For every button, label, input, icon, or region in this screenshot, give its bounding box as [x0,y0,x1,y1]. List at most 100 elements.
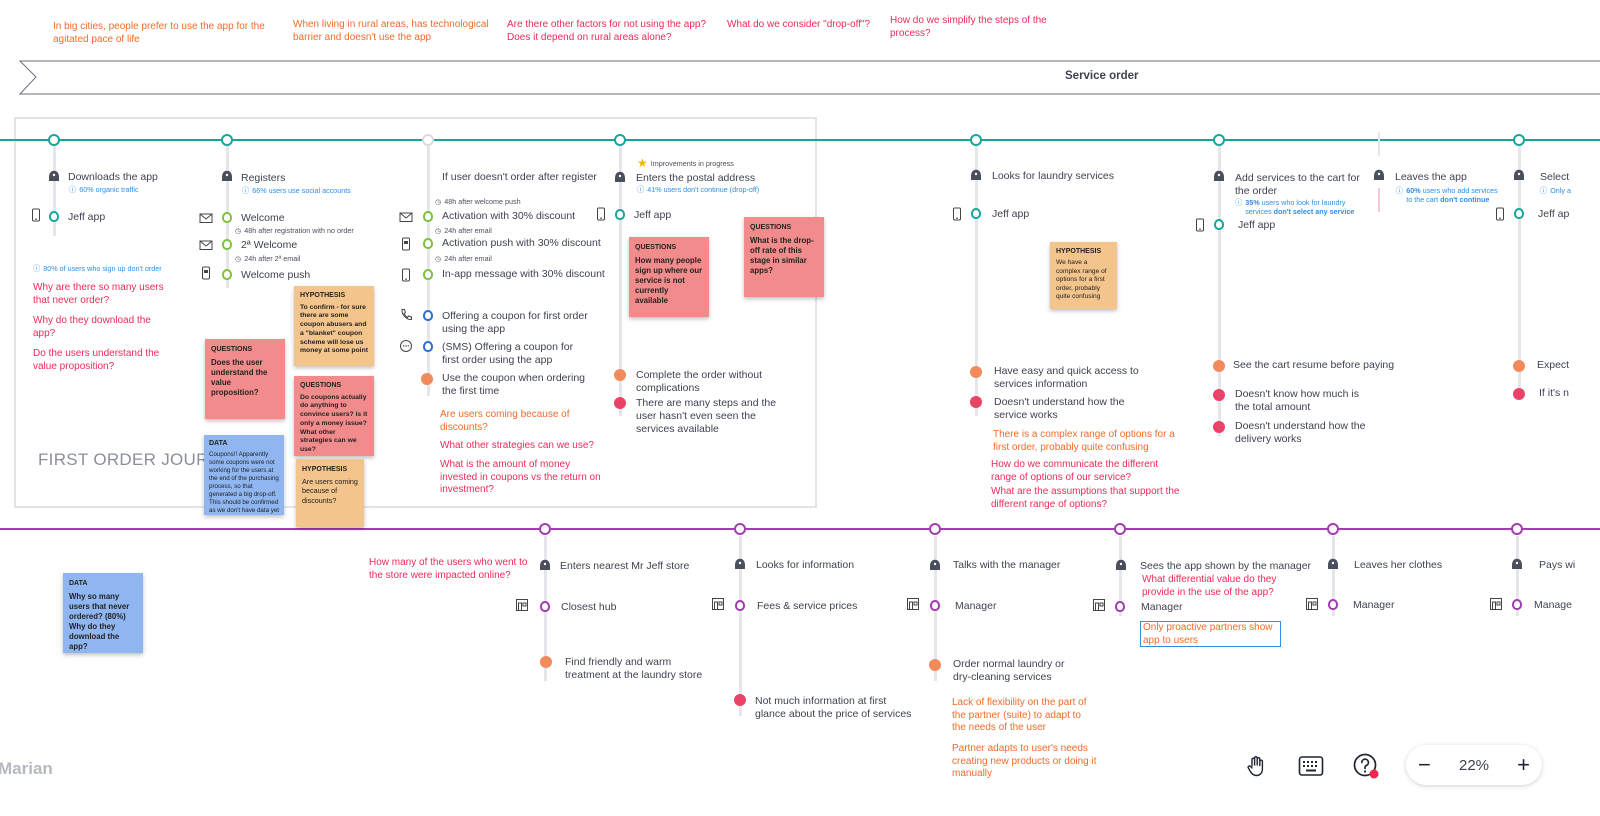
help-icon [1353,753,1379,779]
phone-icon [1196,218,1204,232]
channel-marker [222,269,232,280]
hand-tool-icon [1247,756,1264,777]
step-label: Pays wi [1539,559,1576,571]
channel-label: Activation with 30% discount [442,210,576,222]
timeline-node[interactable] [734,523,746,535]
question-note: How many of the users who went to the st… [369,557,528,581]
timing-note: ◷48h after registration with no order [235,226,354,235]
help-button[interactable] [1351,751,1381,781]
channel-label: Closest hub [561,601,617,613]
step-label: Leaves her clothes [1354,559,1443,571]
timing-note: ◷48h after welcome push [435,197,521,206]
sad-face-icon [970,396,982,408]
keyboard-shortcuts-button[interactable] [1296,751,1326,781]
timeline-node[interactable] [1213,134,1225,146]
persona-icon [1214,170,1224,181]
stage-banner-shape [18,60,1600,95]
persona-icon [1328,558,1338,569]
question-note: How do we communicate the different rang… [991,459,1159,483]
timeline-node[interactable] [221,134,233,146]
question-note: What is the amount of money invested in … [440,459,601,495]
timeline-node[interactable] [48,134,60,146]
zoom-in-icon[interactable]: + [1517,752,1530,777]
step-label: Registers [241,172,286,184]
emotion-positive: Expect [1537,359,1570,371]
info-icon: ⓘ [637,185,645,194]
timeline-node[interactable] [929,523,941,535]
mail-icon [199,240,213,250]
channel-label: Jeff app [1238,219,1276,231]
persona-icon [1116,559,1126,570]
step-connector [53,146,56,236]
emotion-positive: Order normal laundry or dry-cleaning ser… [953,658,1065,683]
hand-tool-button[interactable] [1241,751,1271,781]
store-icon [907,598,919,610]
observation-note: Are users coming because of discounts? [440,409,570,433]
chat-bubble-icon [400,340,412,352]
notification-dot [1369,769,1379,779]
happy-face-icon [929,659,941,671]
timeline-node[interactable] [1511,523,1523,535]
observation-note: There is a complex range of options for … [993,429,1175,453]
emotion-positive: See the cart resume before paying [1233,359,1395,371]
step-connector [1218,146,1221,436]
happy-face-icon [1513,360,1525,372]
timeline-node[interactable] [539,523,551,535]
timeline-node[interactable] [1114,523,1126,535]
store-icon [1093,599,1105,611]
question-note: Do the users understand the value propos… [33,348,160,372]
step-connector [1518,146,1521,396]
clock-icon: ◷ [235,254,242,263]
improvement-badge: ★Improvements in progress [637,156,734,170]
clock-icon: ◷ [235,226,242,235]
step-label: Talks with the manager [953,559,1061,571]
editing-text-note[interactable]: Only proactive partners show app to user… [1140,621,1281,647]
sad-face-icon [1513,388,1525,400]
persona-icon [49,170,59,181]
stage-banner-title[interactable]: Service order [1065,70,1139,82]
timeline-node[interactable] [1513,134,1525,146]
store-icon [1306,598,1318,610]
timeline-node[interactable] [1327,523,1339,535]
channel-label: 2ª Welcome [241,239,298,251]
timeline-node[interactable] [614,134,626,146]
persona-icon [1374,169,1384,180]
persona-icon [540,559,550,570]
info-icon: ⓘ [1396,186,1404,195]
phone-icon [953,207,961,221]
channel-marker [1214,219,1224,230]
timeline-node[interactable] [970,134,982,146]
zoom-out-icon[interactable]: − [1418,752,1431,777]
clock-icon: ◷ [435,226,442,235]
top-question-4: What do we consider "drop-off"? [727,19,871,30]
journey-frame[interactable] [14,117,817,508]
channel-marker [735,600,745,611]
step-label: Looks for laundry services [992,170,1114,182]
channel-marker [1514,208,1524,219]
step-connector [1378,188,1380,212]
channel-label: In-app message with 30% discount [442,268,605,280]
channel-marker [423,238,433,249]
channel-label: Fees & service prices [757,600,858,612]
step-connector [739,536,742,716]
happy-face-icon [970,366,982,378]
question-note: What differential value do they provide … [1142,574,1277,598]
frame-title[interactable]: FIRST ORDER JOURNEY [38,450,204,469]
channel-label: Offering a coupon for first order using … [442,310,588,335]
channel-marker [930,600,940,611]
channel-label: Jeff app [68,211,106,223]
timeline-node[interactable] [422,134,434,146]
